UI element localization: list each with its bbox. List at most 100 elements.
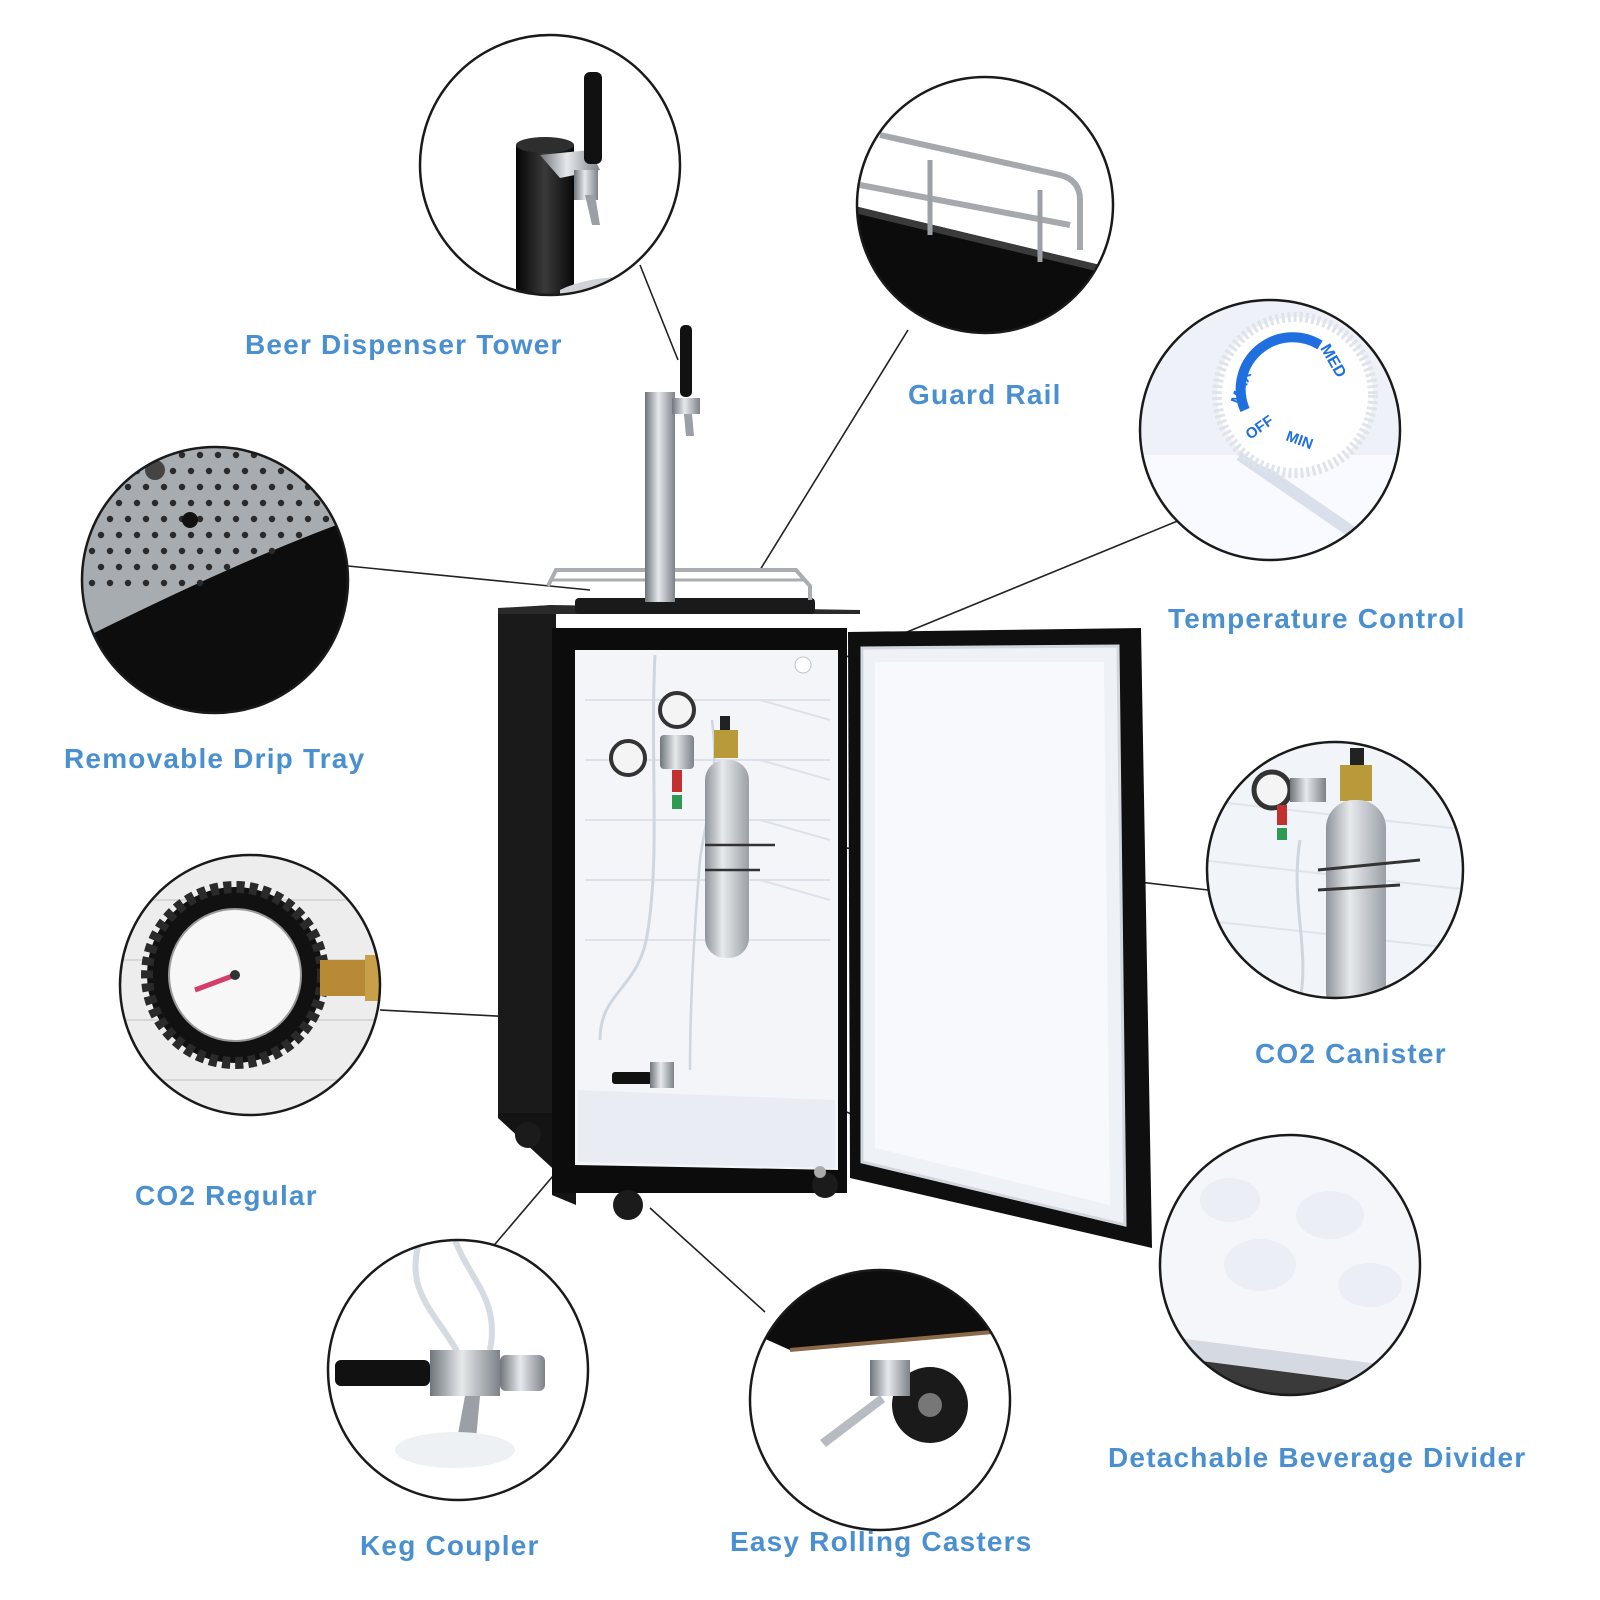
drip-hole	[250, 547, 258, 555]
drip-hole	[205, 467, 213, 475]
label-co2-canister: CO2 Canister	[1255, 1038, 1447, 1069]
drip-hole	[250, 515, 258, 523]
drip-hole	[133, 531, 141, 539]
drip-hole	[106, 579, 114, 587]
guard-rail	[546, 568, 812, 600]
drip-hole	[124, 515, 132, 523]
drip-hole	[259, 531, 267, 539]
drip-hole	[187, 499, 195, 507]
drip-hole	[313, 467, 321, 475]
label-co2-regular: CO2 Regular	[135, 1180, 318, 1211]
drip-hole	[196, 515, 204, 523]
drip-hole	[232, 547, 240, 555]
drip-hole	[322, 451, 330, 459]
drip-hole	[187, 531, 195, 539]
drip-hole	[223, 467, 231, 475]
detail-keg-coupler	[326, 1238, 590, 1502]
label-keg-coupler: Keg Coupler	[360, 1530, 540, 1561]
drip-hole	[295, 499, 303, 507]
drip-hole	[214, 483, 222, 491]
drip-hole	[322, 515, 330, 523]
drip-hole	[169, 467, 177, 475]
regulator-gauge-left	[609, 739, 647, 777]
drip-hole	[97, 467, 105, 475]
drip-hole	[331, 467, 339, 475]
drip-hole	[196, 547, 204, 555]
detail-co2-regulator	[118, 853, 382, 1117]
detail-beverage-divider	[1158, 1133, 1422, 1397]
drip-hole	[142, 547, 150, 555]
drip-hole	[277, 531, 285, 539]
drip-hole	[97, 563, 105, 571]
drip-hole	[151, 499, 159, 507]
drip-hole	[295, 531, 303, 539]
drip-hole	[142, 451, 150, 459]
drip-hole	[151, 563, 159, 571]
detail-temperature-control: MED MAX OFF MIN	[1138, 298, 1402, 562]
drip-hole	[232, 451, 240, 459]
drip-hole	[286, 483, 294, 491]
temp-knob-small	[794, 656, 812, 674]
drip-hole	[115, 531, 123, 539]
drip-hole	[259, 467, 267, 475]
drip-hole	[214, 451, 222, 459]
drip-hole	[88, 483, 96, 491]
drip-hole	[88, 515, 96, 523]
drip-hole	[178, 451, 186, 459]
drip-hole	[268, 451, 276, 459]
drip-hole	[124, 579, 132, 587]
drip-hole	[214, 547, 222, 555]
drip-hole	[196, 451, 204, 459]
drip-hole	[124, 483, 132, 491]
drip-hole	[178, 483, 186, 491]
drip-hole	[160, 515, 168, 523]
drip-hole	[223, 563, 231, 571]
drip-hole	[142, 483, 150, 491]
drip-hole	[286, 451, 294, 459]
detail-beer-tower	[418, 33, 682, 297]
drip-hole	[277, 499, 285, 507]
drip-hole	[268, 547, 276, 555]
drip-hole	[232, 515, 240, 523]
drip-hole	[268, 515, 276, 523]
label-temperature-control: Temperature Control	[1168, 603, 1466, 634]
drip-hole	[151, 531, 159, 539]
drip-hole	[187, 563, 195, 571]
drip-hole	[232, 483, 240, 491]
casters	[515, 1122, 838, 1220]
label-removable-drip-tray: Removable Drip Tray	[64, 743, 366, 774]
drip-hole	[187, 467, 195, 475]
drip-hole	[169, 499, 177, 507]
beer-line-tube	[598, 654, 657, 1041]
drip-hole	[169, 563, 177, 571]
drip-hole	[115, 563, 123, 571]
detail-drip-tray	[80, 445, 350, 715]
drip-hole	[160, 547, 168, 555]
drip-hole	[313, 499, 321, 507]
drip-hole	[259, 499, 267, 507]
label-detachable-beverage-divider: Detachable Beverage Divider	[1108, 1442, 1527, 1473]
label-guard-rail: Guard Rail	[908, 379, 1062, 410]
drip-hole	[196, 483, 204, 491]
drip-hole	[304, 515, 312, 523]
drip-hole	[178, 579, 186, 587]
drip-hole	[250, 483, 258, 491]
drip-hole	[106, 451, 114, 459]
drip-tray	[575, 598, 815, 614]
drip-hole	[88, 451, 96, 459]
drip-hole	[115, 467, 123, 475]
kegerator	[498, 325, 1152, 1248]
drip-hole	[268, 483, 276, 491]
drip-hole	[169, 531, 177, 539]
label-easy-rolling-casters: Easy Rolling Casters	[730, 1526, 1033, 1557]
drip-hole	[124, 547, 132, 555]
drip-hole	[178, 547, 186, 555]
drip-hole	[241, 531, 249, 539]
drip-hole	[133, 563, 141, 571]
drip-hole	[286, 515, 294, 523]
drip-hole	[160, 483, 168, 491]
drip-hole	[223, 499, 231, 507]
drip-hole	[304, 451, 312, 459]
drip-hole	[97, 531, 105, 539]
